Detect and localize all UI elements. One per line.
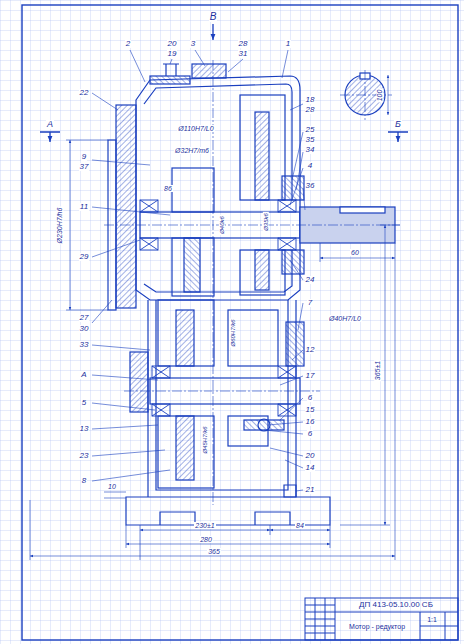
dimension-text: 60	[350, 249, 360, 256]
dimension-text: Ø60H7/k6	[230, 318, 236, 347]
callout-number: 33	[79, 341, 90, 349]
dimension-text: 100	[377, 88, 384, 102]
section-mark: В	[209, 12, 218, 22]
callout-number: 28	[305, 106, 316, 114]
title-text: ДП 413-05.10.00 СБ	[358, 601, 434, 609]
callout-number: 5	[81, 399, 87, 407]
callout-number: 15	[305, 406, 316, 414]
dimension-text: Ø110H7/L0	[177, 125, 214, 132]
callout-number: 12	[305, 346, 316, 354]
callout-number: 13	[79, 425, 90, 433]
callout-number: 37	[79, 163, 90, 171]
callout-number: 4	[307, 162, 313, 170]
callout-number: 7	[307, 299, 313, 307]
callout-number: 14	[305, 464, 316, 472]
dimension-text: 365	[207, 548, 221, 555]
callout-number: 35	[305, 136, 316, 144]
callout-number: 6	[307, 394, 313, 402]
callout-number: 23	[79, 452, 90, 460]
callout-number: 2	[125, 40, 131, 48]
callout-number: 21	[305, 486, 316, 494]
callout-number: 11	[79, 203, 89, 211]
dimension-text: Ø230H7/h6	[57, 206, 64, 244]
callout-number: 22	[79, 89, 90, 97]
title-text: Мотор - редуктор	[348, 623, 406, 630]
callout-number: 17	[305, 372, 316, 380]
dimension-text: Ø45H7/k6	[202, 425, 208, 454]
dimension-text: Ø40H7/L0	[328, 315, 362, 322]
title-text: 1:1	[426, 616, 438, 623]
callout-number: А	[80, 371, 87, 379]
callout-number: 18	[305, 96, 316, 104]
dimension-text: Ø40k6	[219, 215, 225, 235]
dimension-text: 365±1	[374, 359, 381, 380]
callout-number: 34	[305, 146, 316, 154]
dimension-text: 230±1	[194, 522, 215, 529]
dimension-text: Ø32H7/m6	[174, 147, 210, 154]
callout-number: 27	[79, 314, 90, 322]
callout-number: 3	[190, 40, 196, 48]
callout-number: 9	[81, 153, 87, 161]
callout-number: 30	[79, 325, 90, 333]
callout-number: 36	[305, 182, 316, 190]
section-mark: А	[46, 120, 54, 129]
callout-number: 29	[79, 253, 90, 261]
dimension-text: 280	[199, 536, 213, 543]
callout-number: 1	[285, 40, 291, 48]
dimension-text: 10	[107, 483, 117, 490]
callout-number: 25	[305, 126, 316, 134]
callout-number: 8	[81, 477, 87, 485]
dimension-text: Ø35k6	[263, 212, 269, 232]
callout-number: 24	[305, 276, 316, 284]
callout-number: 28	[238, 40, 249, 48]
section-mark: Б	[394, 120, 402, 129]
callout-number: 20	[167, 40, 178, 48]
callout-number: 31	[238, 50, 249, 58]
dimension-text: 86	[163, 185, 173, 192]
callout-number: 16	[305, 418, 316, 426]
callout-number: 19	[167, 50, 178, 58]
dimension-text: 84	[295, 522, 305, 529]
callout-number: 20	[305, 452, 316, 460]
callout-number: 6	[307, 430, 313, 438]
